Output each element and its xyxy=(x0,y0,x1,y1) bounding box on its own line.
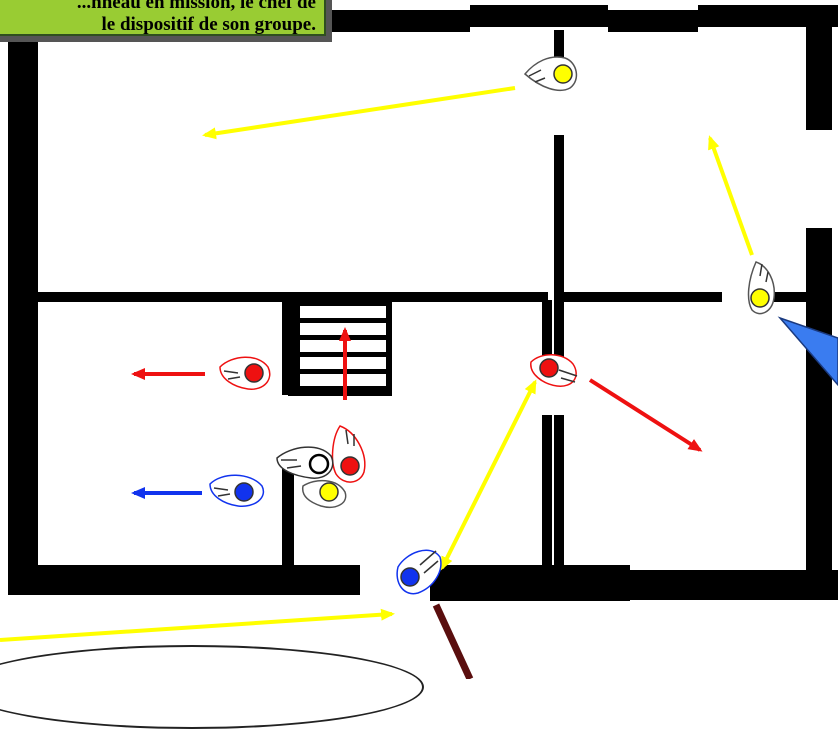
red-soldier-center xyxy=(331,425,366,483)
yellow-arrow-diagonal xyxy=(440,379,537,571)
soldier-icon xyxy=(234,482,254,502)
floor-plan xyxy=(0,5,838,679)
caption-line-2: le dispositif de son groupe. xyxy=(101,14,317,35)
wall-hall-right xyxy=(554,300,564,360)
blue-soldier-door xyxy=(396,549,442,595)
red-arrow-right xyxy=(588,378,703,452)
door-bar xyxy=(432,603,474,679)
soldier-icon xyxy=(244,363,264,383)
caption-box: ...nneau en mission, le chef de le dispo… xyxy=(0,0,326,36)
yellow-soldier-top xyxy=(523,56,578,92)
red-soldier-left xyxy=(219,356,271,390)
wall-top-notch xyxy=(470,5,608,27)
speech-callout-pointer xyxy=(777,316,838,387)
wall-middle-right xyxy=(560,292,722,302)
movement-arrows xyxy=(0,86,754,642)
wall-center-lower-b xyxy=(554,415,564,570)
wall-bottom-mid xyxy=(430,565,630,601)
soldiers xyxy=(209,56,776,595)
soldier-icon xyxy=(539,358,559,378)
caption-line-1: ...nneau en mission, le chef de xyxy=(76,0,316,13)
soldier-icon xyxy=(319,482,339,502)
soldier-icon xyxy=(340,456,360,476)
wall-stair-left-lower xyxy=(282,465,294,570)
wall-left xyxy=(8,32,38,592)
soldier-icon xyxy=(308,453,330,475)
wall-top-mid xyxy=(608,10,698,32)
red-soldier-hall xyxy=(530,354,578,387)
wall-bottom-right xyxy=(630,570,740,600)
wall-bottom-left xyxy=(8,565,360,595)
wall-right-upper xyxy=(806,22,832,130)
chef-soldier xyxy=(276,446,334,479)
yellow-soldier-center xyxy=(301,479,347,508)
yellow-arrow-top-left xyxy=(202,86,516,140)
yellow-soldier-right xyxy=(747,261,776,315)
wall-top-right xyxy=(698,5,838,27)
wall-hall-left xyxy=(542,300,552,360)
stair-step xyxy=(300,306,386,318)
yellow-arrow-right-up xyxy=(708,135,754,256)
wall-middle-left xyxy=(30,292,548,302)
speech-bubble xyxy=(0,645,424,729)
soldier-icon xyxy=(553,64,573,84)
wall-center-upper xyxy=(554,135,564,300)
soldier-icon xyxy=(400,567,420,587)
blue-soldier-left xyxy=(209,474,265,507)
yellow-arrow-bottom xyxy=(0,608,395,642)
wall-middle-far xyxy=(772,292,812,302)
wall-bottom-far xyxy=(740,570,838,600)
walls xyxy=(0,5,838,601)
soldier-icon xyxy=(750,288,770,308)
wall-center-lower-a xyxy=(542,415,552,570)
